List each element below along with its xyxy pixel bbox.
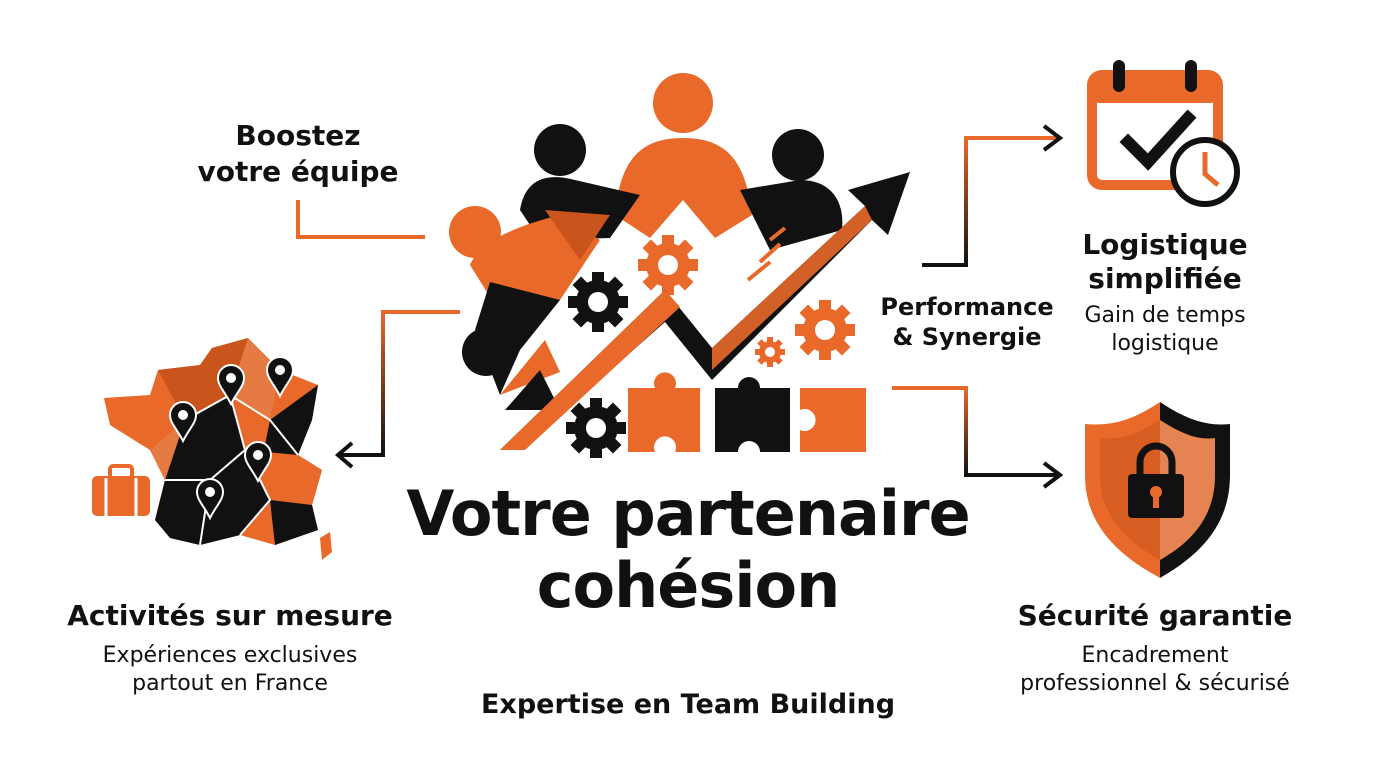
security-description: Encadrement professionnel & sécurisé [980,642,1330,698]
growth-arrow-icon [500,172,910,450]
logistics-title: Logistique simplifiée [1030,228,1300,296]
boost-label: Boostez votre équipe [168,118,428,190]
boost-line-2: votre équipe [197,155,399,188]
puzzle-icon [628,372,866,452]
logistics-title-line-1: Logistique [1082,228,1248,261]
subtitle: Expertise en Team Building [480,689,896,720]
performance-line-1: Performance [880,293,1054,321]
shield-lock-icon [1085,402,1230,578]
security-desc-line-1: Encadrement [1081,643,1229,668]
calendar-check-icon [1087,60,1240,207]
activities-desc-line-2: partout en France [132,671,328,696]
logistics-title-line-2: simplifiée [1088,262,1242,295]
logistics-desc-line-2: logistique [1111,331,1219,356]
connector-security [892,386,1064,489]
security-title: Sécurité garantie [1017,599,1293,632]
team-people-icon [449,73,843,410]
connector-logistics [922,124,1064,267]
connector-boost [296,200,425,239]
performance-line-2: & Synergie [892,323,1042,351]
connector-activities [334,310,460,469]
activities-desc-line-1: Expériences exclusives [102,643,358,668]
logistics-desc-line-1: Gain de temps [1084,303,1246,328]
france-map-icon [104,338,332,560]
title-line-1: Votre partenaire [406,477,970,550]
security-desc-line-2: professionnel & sécurisé [1020,671,1290,696]
page-title: Votre partenaire cohésion [348,478,1028,622]
activities-title: Activités sur mesure [67,599,393,632]
boost-line-1: Boostez [235,119,361,152]
activities-description: Expériences exclusives partout en France [50,642,410,698]
suitcase-icon [92,464,150,516]
logistics-description: Gain de temps logistique [1050,302,1280,358]
title-line-2: cohésion [536,549,840,622]
performance-label: Performance & Synergie [872,292,1062,352]
